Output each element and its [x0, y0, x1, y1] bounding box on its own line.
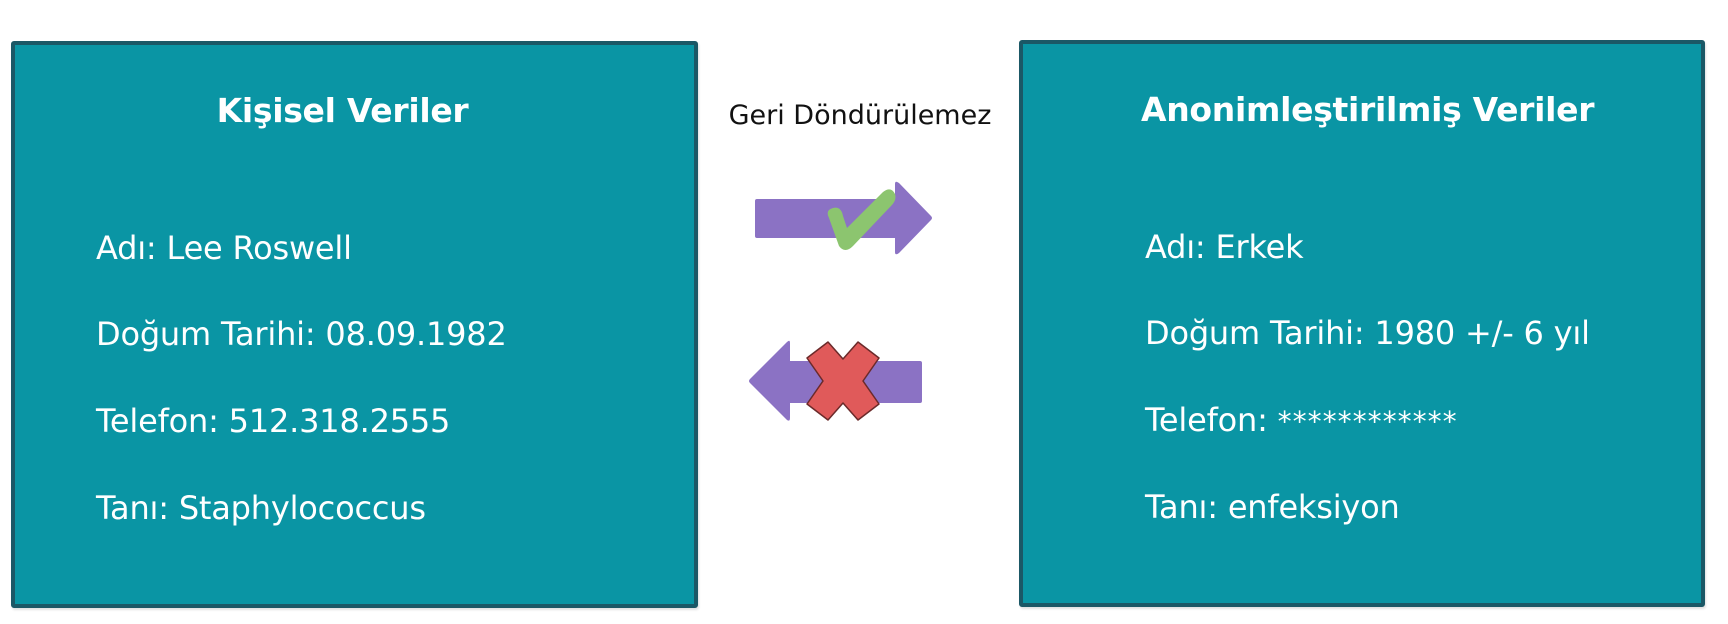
x-mark-icon	[806, 341, 880, 421]
field-value: enfeksiyon	[1227, 488, 1400, 526]
personal-diagnosis-field: Tanı: Staphylococcus	[96, 488, 426, 528]
field-label: Telefon:	[96, 402, 219, 440]
checkmark-icon	[827, 189, 896, 250]
field-label: Doğum Tarihi:	[96, 315, 316, 353]
personal-data-title: Kişisel Veriler	[216, 91, 469, 130]
personal-data-panel: Kişisel Veriler Adı: Lee Roswell Doğum T…	[11, 41, 698, 608]
anonymized-diagnosis-field: Tanı: enfeksiyon	[1145, 487, 1400, 527]
field-value: 08.09.1982	[325, 315, 507, 353]
anonymized-name-field: Adı: Erkek	[1145, 227, 1304, 267]
personal-name-field: Adı: Lee Roswell	[96, 228, 352, 268]
irreversible-label: Geri Döndürülemez	[728, 100, 992, 131]
field-label: Doğum Tarihi:	[1145, 314, 1365, 352]
field-value: Staphylococcus	[178, 489, 426, 527]
backward-arrow-icon	[749, 340, 922, 421]
anonymized-phone-field: Telefon: ************	[1145, 400, 1458, 442]
field-value: Lee Roswell	[166, 229, 353, 267]
personal-phone-field: Telefon: 512.318.2555	[96, 401, 450, 441]
personal-birthdate-field: Doğum Tarihi: 08.09.1982	[96, 314, 507, 354]
anonymized-birthdate-field: Doğum Tarihi: 1980 +/- 6 yıl	[1145, 313, 1590, 353]
field-label: Adı:	[1145, 228, 1206, 266]
anonymized-data-title: Anonimleştirilmiş Veriler	[1141, 90, 1595, 129]
field-label: Telefon:	[1145, 401, 1268, 439]
field-value: Erkek	[1215, 228, 1304, 266]
field-label: Adı:	[96, 229, 157, 267]
field-label: Tanı:	[96, 489, 169, 527]
field-label: Tanı:	[1145, 488, 1218, 526]
field-value: 512.318.2555	[228, 402, 451, 440]
anonymized-data-panel: Anonimleştirilmiş Veriler Adı: Erkek Doğ…	[1019, 40, 1705, 607]
field-value: 1980 +/- 6 yıl	[1374, 314, 1590, 352]
masked-phone-value: ************	[1277, 405, 1458, 438]
forward-arrow-icon	[755, 181, 932, 255]
